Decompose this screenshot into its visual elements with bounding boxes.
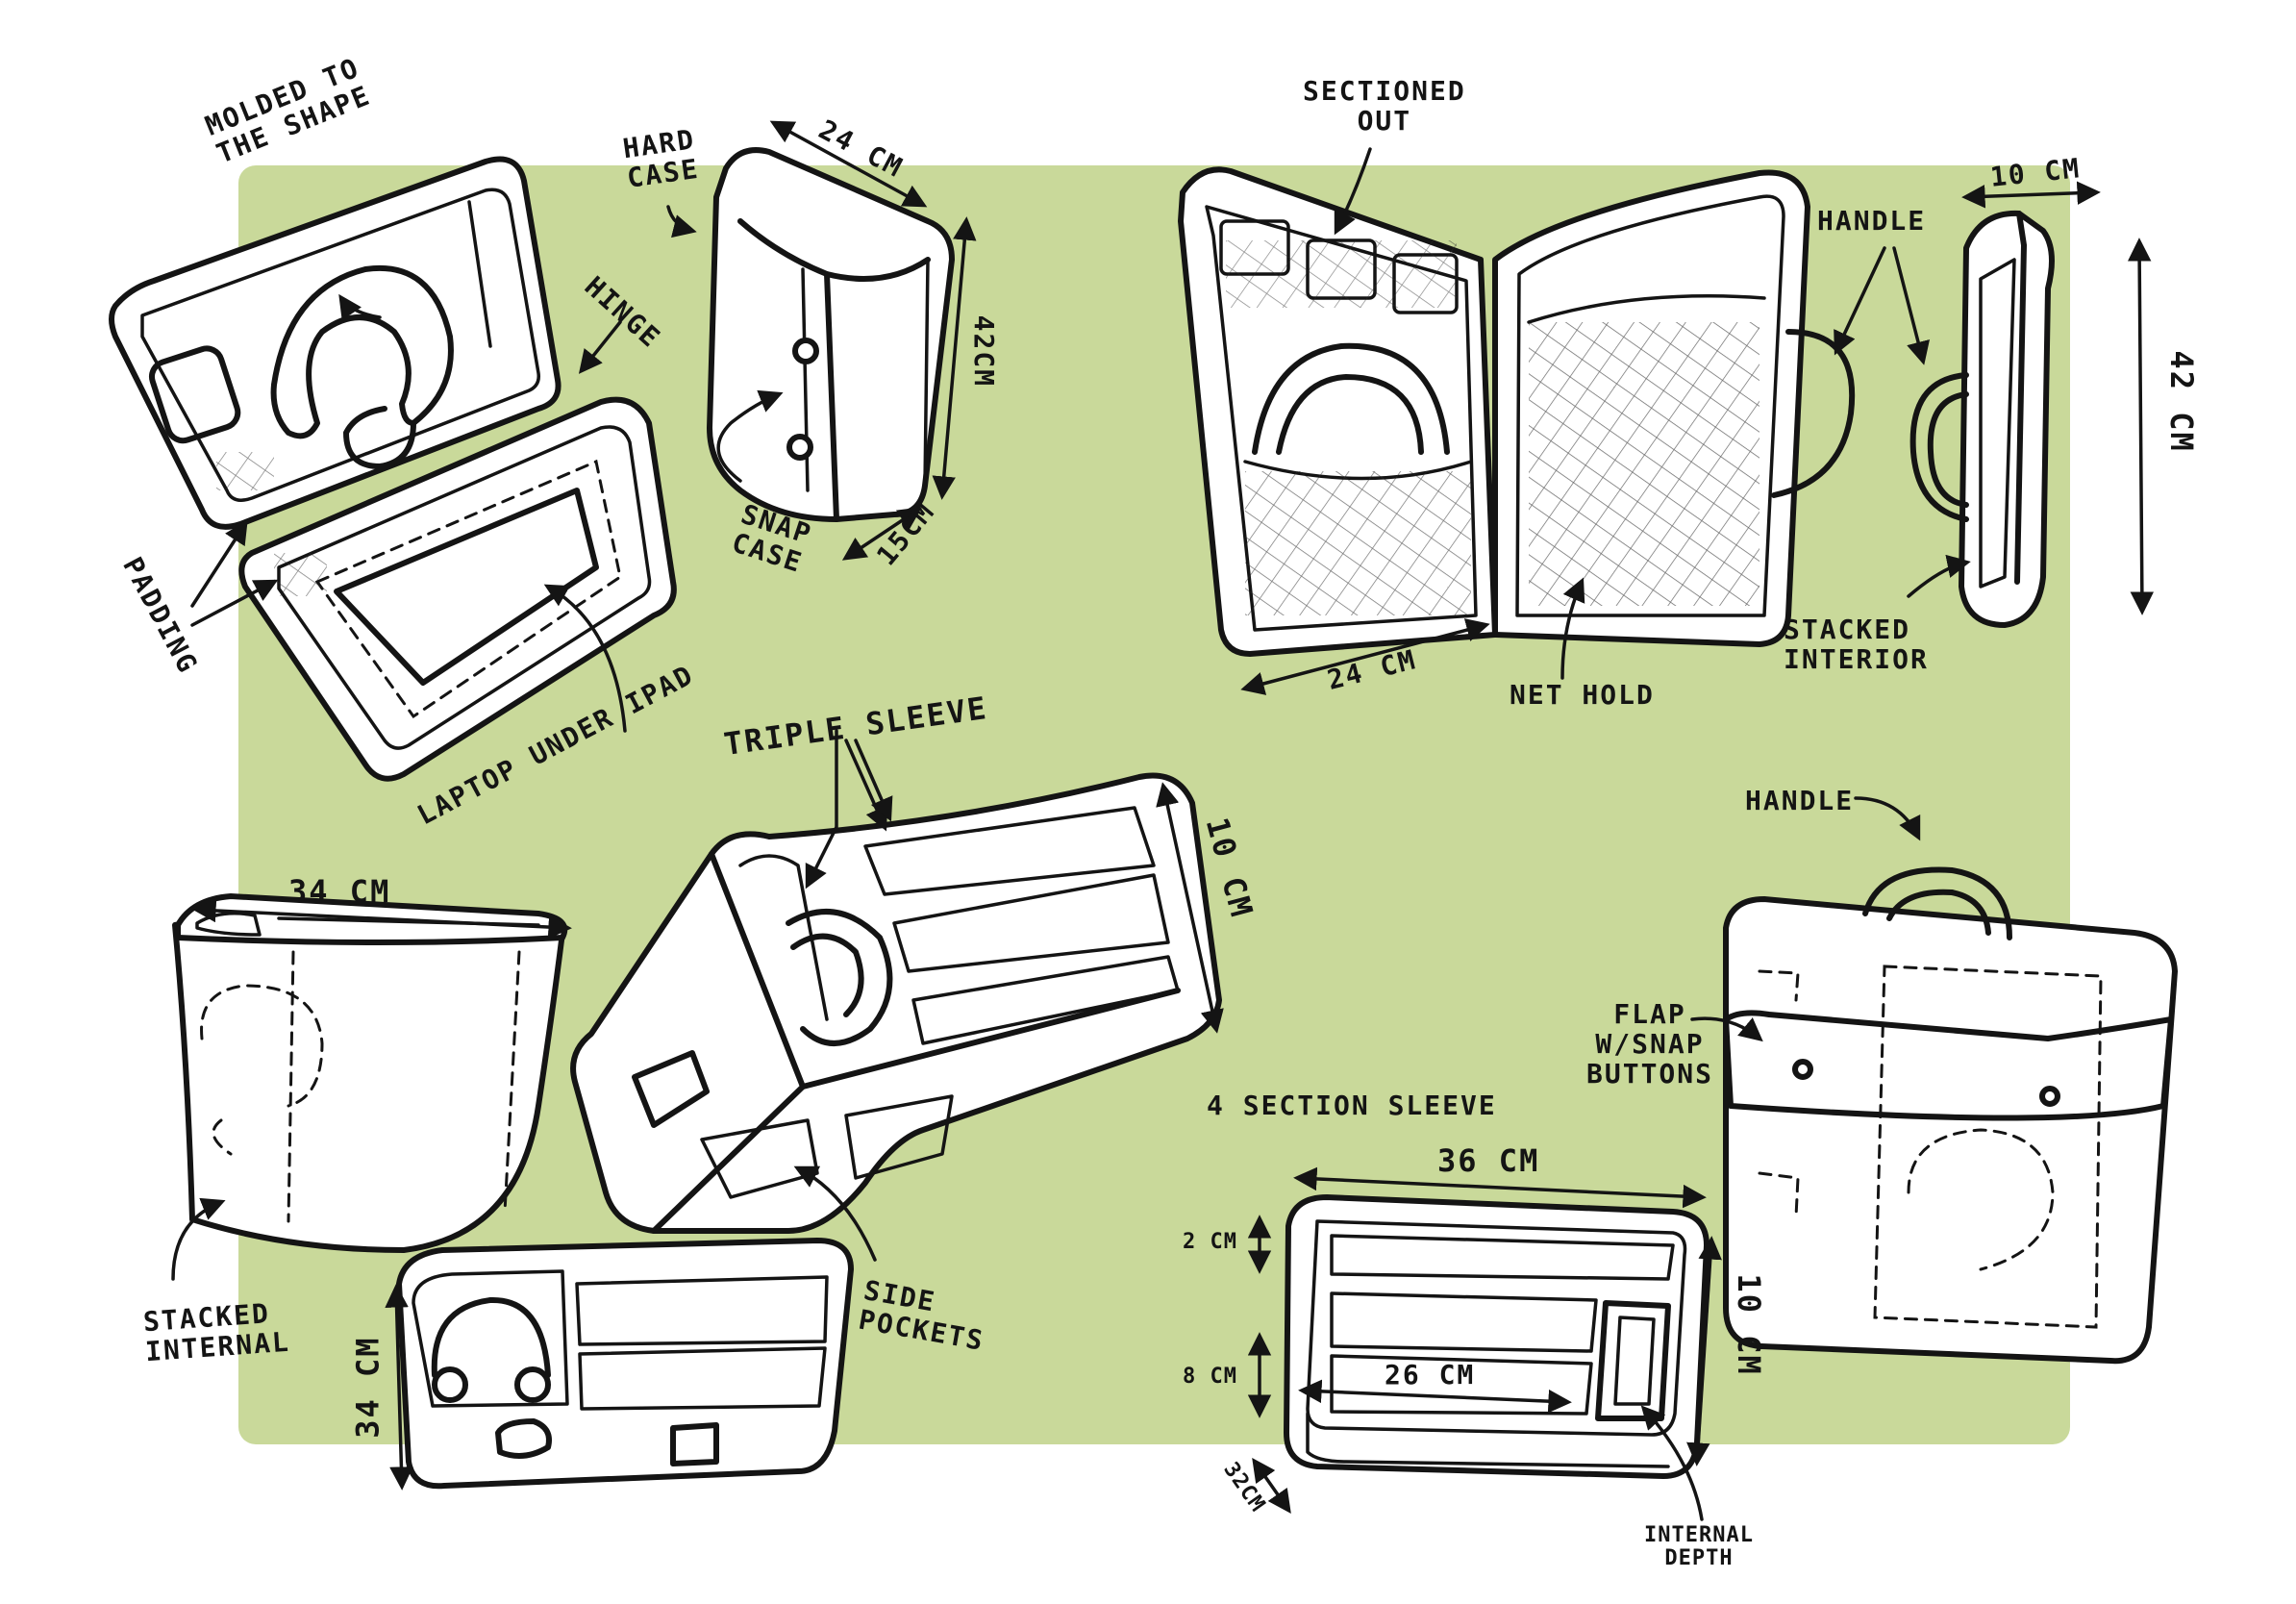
stacked-bin-sketch <box>172 893 568 1253</box>
label-internal-depth: INTERNAL DEPTH <box>1644 1523 1754 1571</box>
label-sectioned-out: SECTIONED OUT <box>1303 75 1466 137</box>
label-stacked-interior: STACKED INTERIOR <box>1784 614 1929 675</box>
side-profile-sketch <box>1909 210 2055 628</box>
label-dim-34cm-a: 34 CM <box>288 873 391 910</box>
label-hard-case: HARD CASE <box>620 123 702 194</box>
label-dim-42cm-a: 42CM <box>968 314 1001 388</box>
label-handle-a: HANDLE <box>1817 205 1927 237</box>
label-flap-snap-buttons: FLAP W/SNAP BUTTONS <box>1586 998 1714 1090</box>
label-stacked-internal: STACKED INTERNAL <box>141 1297 291 1367</box>
label-dim-36cm: 36 CM <box>1437 1142 1540 1179</box>
open-case-sketch <box>109 156 677 782</box>
label-four-section-sleeve: 4 SECTION SLEEVE <box>1207 1090 1497 1121</box>
front-tray-sketch <box>396 1238 854 1490</box>
label-dim-10cm-c: 10 CM <box>1730 1273 1767 1376</box>
label-dim-26cm: 26 CM <box>1385 1359 1476 1391</box>
hard-case-sketch <box>707 147 955 522</box>
sectioned-case-sketch <box>1178 166 1856 657</box>
four-section-tray-sketch <box>1284 1194 1710 1479</box>
dimension-lines <box>192 120 2155 1515</box>
flap-case-sketch <box>1723 866 2178 1365</box>
leader-arrows <box>171 147 1971 1521</box>
label-dim-8cm: 8 CM <box>1183 1365 1237 1389</box>
label-dim-42cm-b: 42 CM <box>2162 350 2200 453</box>
label-dim-34cm-b: 34 CM <box>349 1336 387 1439</box>
label-net-hold: NET HOLD <box>1510 679 1655 711</box>
label-handle-b: HANDLE <box>1745 785 1855 816</box>
label-dim-2cm: 2 CM <box>1183 1230 1237 1254</box>
